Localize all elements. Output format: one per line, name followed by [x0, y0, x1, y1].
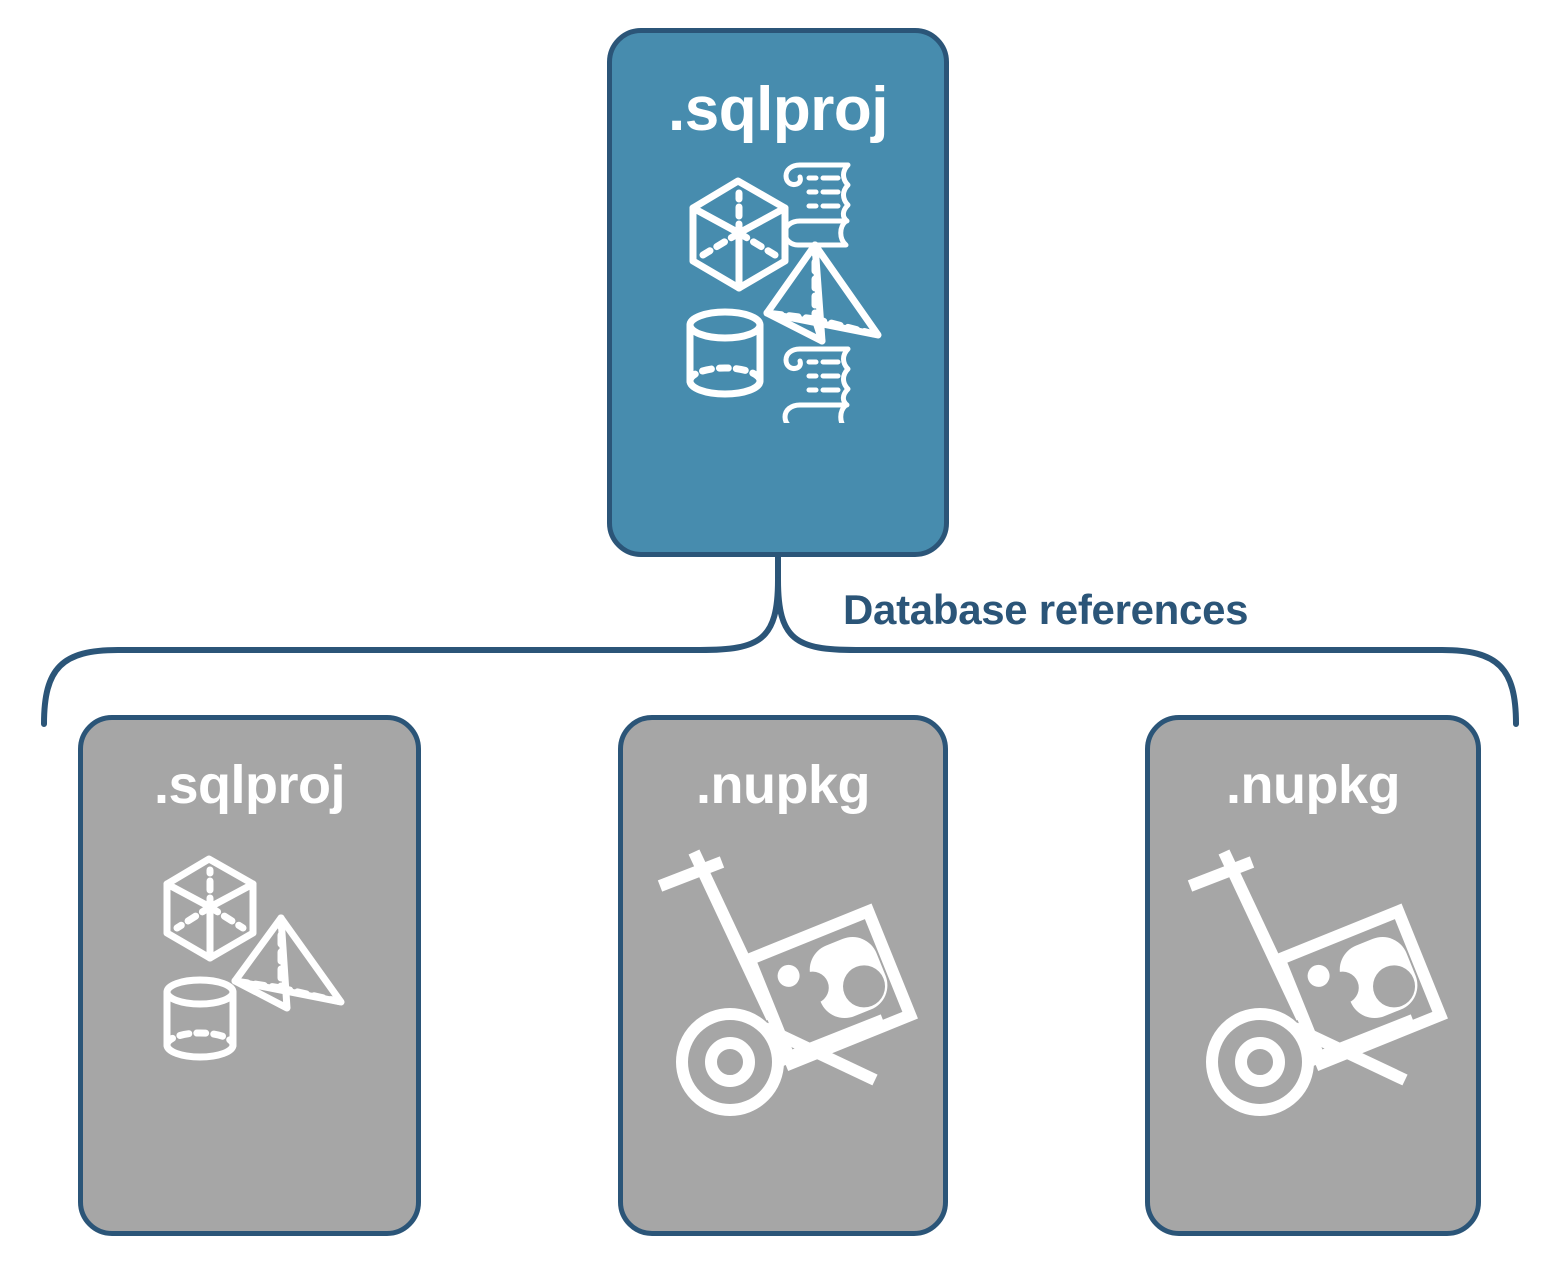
package-box — [1271, 903, 1448, 1071]
package-box — [741, 903, 918, 1071]
cylinder-icon — [163, 976, 236, 1061]
cube-icon — [163, 855, 256, 962]
node-child-2-label: .nupkg — [1226, 755, 1400, 815]
wheel-hub — [705, 1037, 755, 1087]
root-icon-cluster — [663, 153, 893, 432]
node-child-nupkg-2[interactable]: .nupkg — [1145, 715, 1481, 1236]
node-child-0-label: .sqlproj — [153, 755, 346, 815]
child-nupkg-1-icon — [648, 840, 918, 1130]
node-child-1-label: .nupkg — [696, 755, 870, 815]
node-root-sqlproj[interactable]: .sqlproj — [607, 28, 949, 557]
brace-left — [41, 577, 781, 727]
pyramid-icon — [763, 241, 882, 345]
cylinder-icon — [686, 308, 764, 398]
cube-icon — [689, 177, 789, 292]
brace-right — [775, 577, 1519, 727]
wheel-outer — [676, 1008, 784, 1116]
node-child-nupkg-1[interactable]: .nupkg — [618, 715, 948, 1236]
connector-label: Database references — [843, 586, 1249, 633]
script-scroll-icon-bottom — [782, 346, 851, 432]
script-scroll-icon-top — [782, 162, 851, 248]
wheel-outer — [1206, 1008, 1314, 1116]
node-root-label: .sqlproj — [668, 75, 888, 144]
child-nupkg-2-icon — [1178, 840, 1448, 1130]
pyramid-icon — [231, 914, 344, 1012]
child-sqlproj-icon-cluster — [145, 840, 355, 1070]
package-hand-truck-icon — [657, 849, 918, 1116]
package-hand-truck-icon — [1187, 849, 1448, 1116]
node-child-sqlproj[interactable]: .sqlproj — [78, 715, 421, 1236]
wheel-hub — [1235, 1037, 1285, 1087]
